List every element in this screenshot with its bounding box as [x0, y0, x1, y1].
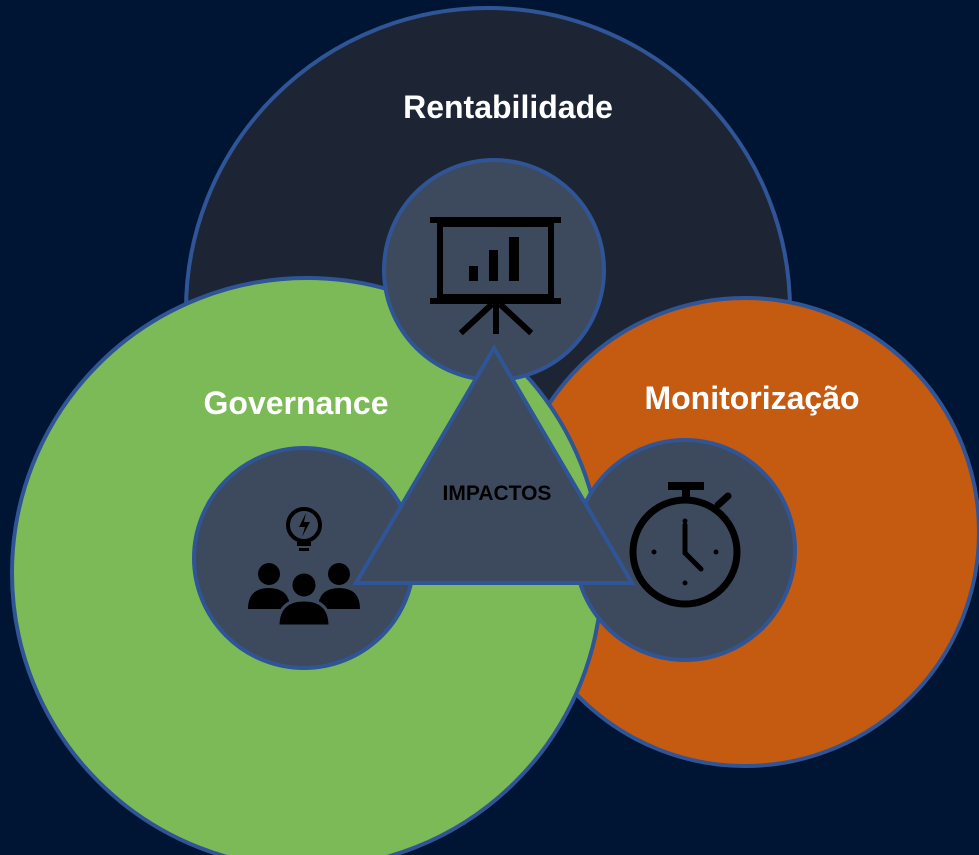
- governance-label: Governance: [204, 385, 389, 421]
- team-idea-icon: [248, 507, 360, 628]
- rentabilidade-label: Rentabilidade: [403, 89, 613, 125]
- presentation-chart-icon: [430, 217, 561, 336]
- impactos-triangle: [352, 344, 636, 585]
- impactos-label: IMPACTOS: [443, 482, 552, 505]
- monitorizacao-label: Monitorização: [644, 380, 859, 416]
- stopwatch-icon: [629, 482, 741, 608]
